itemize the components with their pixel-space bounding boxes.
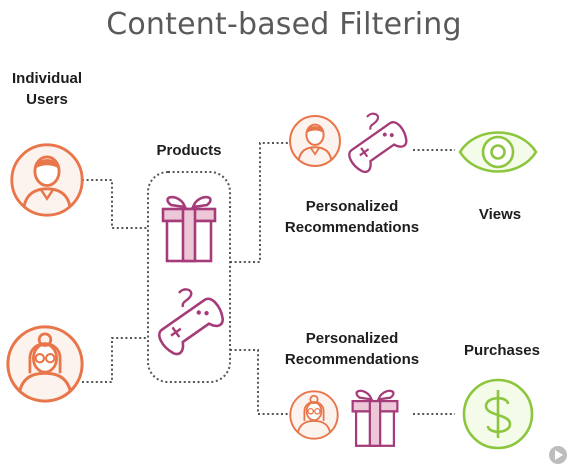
rec-bottom-gift-box-icon [351, 389, 399, 447]
views-label: Views [478, 206, 522, 223]
personalized-top-line2: Recommendations [284, 219, 420, 236]
purchases-label: Purchases [464, 342, 540, 359]
individual-users-label-line2: Users [26, 91, 68, 108]
connector-male-products [82, 179, 148, 229]
products-container [147, 171, 231, 383]
rec-top-male-user-icon [289, 115, 341, 167]
connector-female-products [82, 337, 148, 383]
connector-products-top-rec [230, 142, 290, 263]
personalized-top-line1: Personalized [305, 198, 399, 215]
rec-bottom-female-user-icon [289, 390, 339, 440]
gift-box-icon [161, 195, 217, 263]
diagram-title: Content-based Filtering [106, 7, 462, 42]
eye-icon [458, 131, 538, 173]
play-logo-icon [549, 446, 567, 464]
individual-users-label: Individual Users [6, 68, 88, 110]
individual-users-label-line1: Individual [11, 70, 82, 87]
personalized-recommendations-bottom-label: Personalized Recommendations [270, 328, 434, 370]
dollar-icon [462, 378, 534, 450]
products-label: Products [156, 142, 222, 159]
connector-products-bottom-rec [230, 349, 290, 415]
female-user-icon [6, 325, 84, 403]
personalized-recommendations-top-label: Personalized Recommendations [272, 196, 432, 238]
rec-top-gamepad-icon [344, 112, 412, 177]
personalized-bottom-line1: Personalized [305, 330, 399, 347]
connector-lines [82, 142, 455, 415]
personalized-bottom-line2: Recommendations [284, 351, 420, 368]
gamepad-icon [154, 288, 229, 360]
male-user-icon [10, 143, 84, 217]
